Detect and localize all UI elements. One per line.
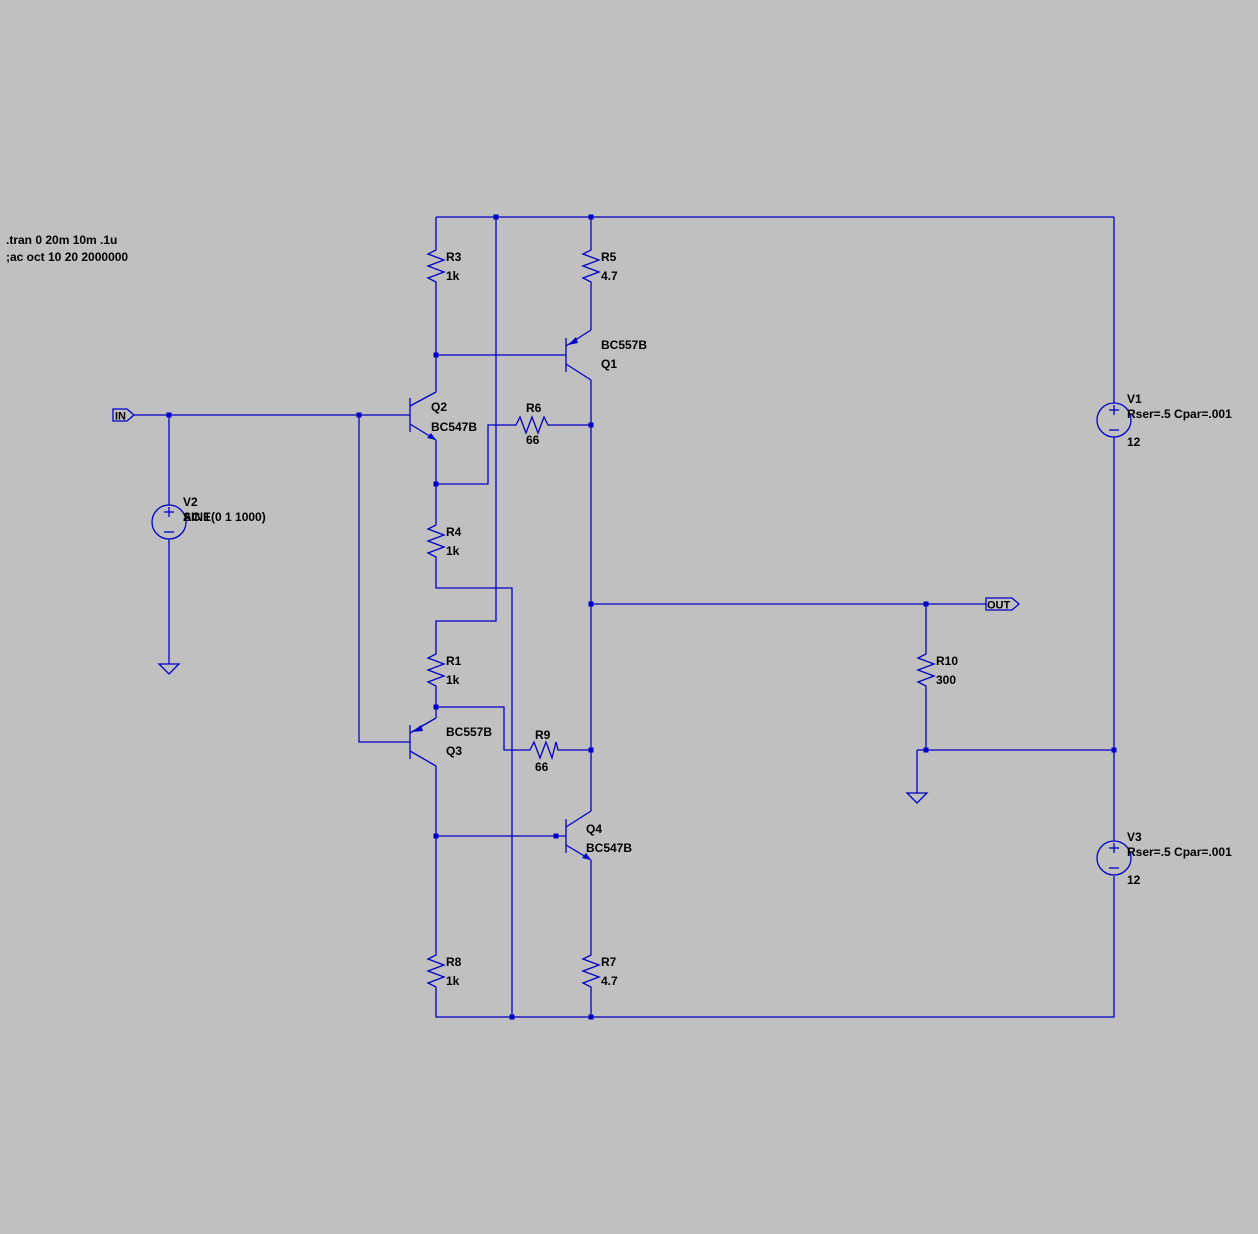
r10-value: 300 xyxy=(936,673,956,687)
q3-name: Q3 xyxy=(446,744,462,758)
in-port-label: IN xyxy=(115,411,126,423)
pnp-arrow-icon xyxy=(568,337,578,345)
v3-value: 12 xyxy=(1127,873,1141,887)
v2-value: SINE(0 1 1000) xyxy=(183,510,266,524)
resistor-r7[interactable]: R7 4.7 xyxy=(581,951,618,991)
r4-name: R4 xyxy=(446,525,462,539)
q3-model: BC557B xyxy=(446,725,492,739)
pnp-arrow-icon xyxy=(412,725,423,732)
source-v2[interactable]: V2 AC 1 SINE(0 1 1000) xyxy=(151,495,266,540)
r8-value: 1k xyxy=(446,974,460,988)
out-port-label: OUT xyxy=(987,600,1011,612)
r7-value: 4.7 xyxy=(601,974,618,988)
resistor-r8[interactable]: R8 1k xyxy=(426,951,462,991)
npn-arrow-icon xyxy=(582,853,591,860)
source-v1[interactable]: V1 Rser=.5 Cpar=.001 12 xyxy=(1096,392,1232,449)
in-port[interactable]: IN xyxy=(112,408,135,423)
q4-name: Q4 xyxy=(586,822,602,836)
q2-name: Q2 xyxy=(431,400,447,414)
resistor-r6[interactable]: R6 66 xyxy=(512,401,552,447)
v3-params: Rser=.5 Cpar=.001 xyxy=(1127,845,1232,859)
wires xyxy=(134,216,1115,1018)
out-port[interactable]: OUT xyxy=(985,597,1020,612)
r8-name: R8 xyxy=(446,955,462,969)
v1-value: 12 xyxy=(1127,435,1141,449)
q4-model: BC547B xyxy=(586,841,632,855)
resistor-r9[interactable]: R9 66 xyxy=(526,728,562,774)
r10-name: R10 xyxy=(936,654,958,668)
r6-value: 66 xyxy=(526,433,540,447)
q1-model: BC557B xyxy=(601,338,647,352)
transistor-q2[interactable]: Q2 BC547B xyxy=(409,391,477,441)
r3-value: 1k xyxy=(446,269,460,283)
resistor-r3[interactable]: R3 1k xyxy=(426,246,462,286)
r1-name: R1 xyxy=(446,654,462,668)
q2-model: BC547B xyxy=(431,420,477,434)
ground-icon xyxy=(905,792,929,804)
v1-params: Rser=.5 Cpar=.001 xyxy=(1127,407,1232,421)
q1-name: Q1 xyxy=(601,357,617,371)
r5-value: 4.7 xyxy=(601,269,618,283)
npn-arrow-icon xyxy=(427,433,436,440)
transistor-q4[interactable]: Q4 BC547B xyxy=(565,810,632,861)
resistor-r1[interactable]: R1 1k xyxy=(426,650,462,690)
r1-value: 1k xyxy=(446,673,460,687)
r6-name: R6 xyxy=(526,401,542,415)
ac-directive[interactable]: ;ac oct 10 20 2000000 xyxy=(6,250,128,264)
v2-name: V2 xyxy=(183,495,198,509)
v2-ac-value: AC 1 xyxy=(183,510,211,524)
resistor-r4[interactable]: R4 1k xyxy=(426,521,462,561)
r9-name: R9 xyxy=(535,728,551,742)
r4-value: 1k xyxy=(446,544,460,558)
r7-name: R7 xyxy=(601,955,617,969)
junctions xyxy=(166,214,1117,1020)
v3-name: V3 xyxy=(1127,830,1142,844)
r3-name: R3 xyxy=(446,250,462,264)
ground-icon xyxy=(157,663,181,675)
r5-name: R5 xyxy=(601,250,617,264)
source-v3[interactable]: V3 Rser=.5 Cpar=.001 12 xyxy=(1096,830,1232,887)
transistor-q3[interactable]: BC557B Q3 xyxy=(409,717,492,767)
tran-directive[interactable]: .tran 0 20m 10m .1u xyxy=(6,233,117,247)
resistor-r10[interactable]: R10 300 xyxy=(916,650,958,690)
r9-value: 66 xyxy=(535,760,549,774)
v1-name: V1 xyxy=(1127,392,1142,406)
transistor-q1[interactable]: BC557B Q1 xyxy=(565,329,647,381)
resistor-r5[interactable]: R5 4.7 xyxy=(581,246,618,286)
